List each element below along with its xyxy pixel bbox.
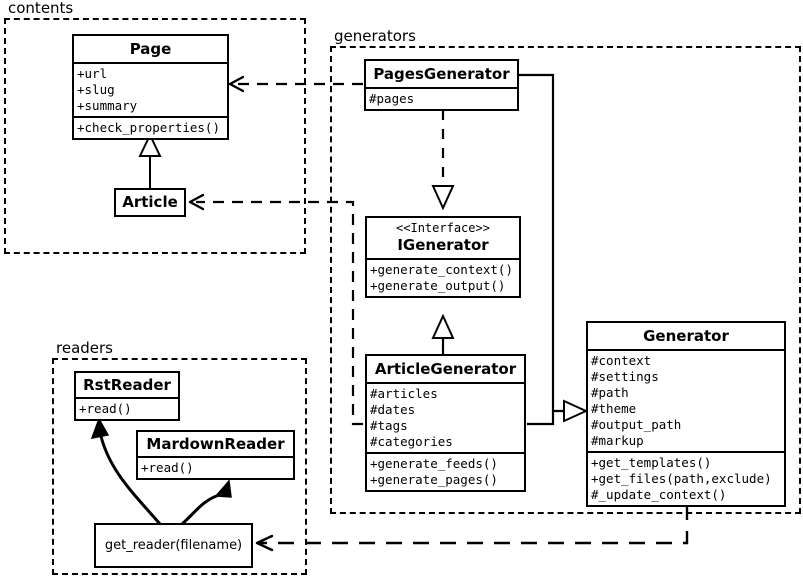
- class-pagesgenerator[interactable]: PagesGenerator #pages: [364, 59, 519, 111]
- class-article-name: Article: [122, 193, 178, 211]
- method: +read(): [141, 460, 194, 475]
- method: +generate_feeds(): [370, 456, 498, 471]
- class-rstreader-methods: +read(): [76, 397, 178, 419]
- attribute: #output_path: [591, 417, 682, 432]
- method: +get_files(path,exclude): [591, 471, 772, 486]
- attribute: #articles: [370, 386, 438, 401]
- attribute: #dates: [370, 402, 416, 417]
- class-mardownreader-name: MardownReader: [146, 435, 285, 453]
- package-readers: [52, 358, 307, 575]
- class-igenerator-name: IGenerator: [397, 236, 489, 254]
- attribute: #settings: [591, 369, 659, 384]
- class-pagesgenerator-name: PagesGenerator: [373, 65, 510, 83]
- class-mardownreader-methods: +read(): [138, 456, 293, 478]
- attribute: +slug: [77, 82, 115, 97]
- method: +generate_context(): [370, 262, 513, 277]
- class-generator-attributes: #context #settings #path #theme #output_…: [588, 349, 784, 451]
- class-mardownreader[interactable]: MardownReader +read(): [136, 430, 295, 480]
- package-contents: [4, 18, 306, 254]
- attribute: #path: [591, 385, 629, 400]
- attribute: #markup: [591, 433, 644, 448]
- edge-pagesgenerator-to-igenerator: [431, 110, 455, 211]
- class-igenerator-stereotype: <<Interface>>: [396, 221, 490, 235]
- class-igenerator-header: <<Interface>> IGenerator: [367, 218, 519, 258]
- class-generator[interactable]: Generator #context #settings #path #them…: [586, 321, 786, 507]
- class-rstreader[interactable]: RstReader +read(): [74, 371, 180, 421]
- function-get-reader-label: get_reader(filename): [104, 538, 243, 553]
- class-articlegenerator-name: ArticleGenerator: [374, 360, 517, 378]
- class-igenerator-methods: +generate_context() +generate_output(): [367, 258, 519, 296]
- edge-pagesgenerator-to-page: [228, 75, 363, 93]
- attribute: #tags: [370, 418, 408, 433]
- edge-article-to-page: [138, 132, 162, 189]
- class-articlegenerator-methods: +generate_feeds() +generate_pages(): [367, 452, 524, 490]
- package-generators: [330, 46, 801, 514]
- attribute: #categories: [370, 434, 453, 449]
- edge-get-reader-to-rstreader: [90, 417, 162, 526]
- method: #_update_context(): [591, 487, 727, 502]
- package-readers-label: readers: [54, 339, 115, 357]
- class-article[interactable]: Article: [114, 188, 186, 217]
- attribute: +summary: [77, 98, 138, 113]
- method: +generate_pages(): [370, 472, 498, 487]
- attribute: +url: [77, 66, 108, 81]
- method: +generate_output(): [370, 278, 506, 293]
- edge-get-reader-to-mardownreader: [180, 479, 232, 526]
- attribute: #pages: [369, 91, 415, 106]
- edge-generator-to-get-reader: [255, 504, 689, 552]
- package-generators-label: generators: [332, 27, 418, 45]
- class-page-name: Page: [129, 40, 172, 58]
- class-generator-methods: +get_templates() +get_files(path,exclude…: [588, 451, 784, 505]
- class-rstreader-name: RstReader: [83, 376, 171, 394]
- class-articlegenerator[interactable]: ArticleGenerator #articles #dates #tags …: [365, 354, 526, 492]
- edge-generators-to-generator: [519, 73, 589, 426]
- attribute: #theme: [591, 401, 637, 416]
- class-generator-name: Generator: [643, 327, 729, 345]
- class-page-methods: +check_properties(): [74, 116, 227, 138]
- edge-articlegenerator-to-article: [188, 193, 363, 426]
- attribute: #context: [591, 353, 652, 368]
- package-contents-label: contents: [6, 0, 76, 17]
- method: +get_templates(): [591, 455, 712, 470]
- class-page[interactable]: Page +url +slug +summary +check_properti…: [72, 34, 229, 140]
- class-page-attributes: +url +slug +summary: [74, 62, 227, 116]
- class-pagesgenerator-attributes: #pages: [366, 87, 517, 109]
- method: +read(): [79, 401, 132, 416]
- method: +check_properties(): [77, 120, 220, 135]
- class-articlegenerator-attributes: #articles #dates #tags #categories: [367, 382, 524, 452]
- function-get-reader[interactable]: get_reader(filename): [94, 523, 253, 568]
- class-igenerator[interactable]: <<Interface>> IGenerator +generate_conte…: [365, 216, 521, 298]
- edge-articlegenerator-to-igenerator: [431, 313, 455, 355]
